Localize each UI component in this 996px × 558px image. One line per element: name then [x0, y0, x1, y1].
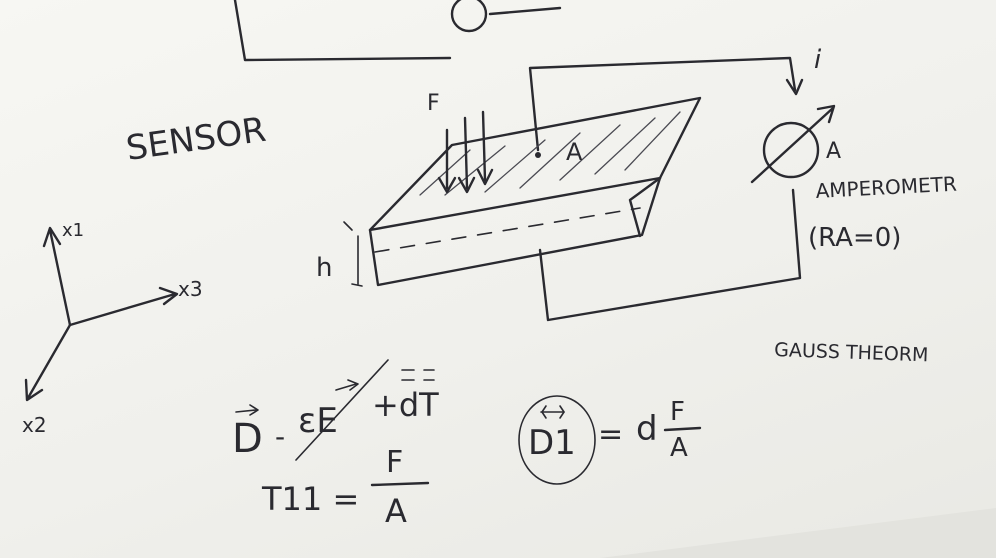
circuit-wire-top: [233, 0, 562, 62]
paper-edge: [600, 508, 996, 558]
stress-numerator: F: [386, 445, 403, 480]
area-label: A: [566, 138, 583, 166]
stress-denominator: A: [385, 492, 407, 530]
eq-eps-e: εE: [298, 401, 338, 441]
d1-lhs: D1: [528, 423, 576, 463]
d1-coefficient: d: [636, 409, 658, 449]
thickness-marker: [343, 221, 363, 287]
vector-marks: [235, 359, 565, 461]
sensor-title: SENSOR: [124, 110, 269, 169]
d1-fraction-bar: [663, 426, 702, 432]
force-label: F: [427, 91, 440, 116]
ammeter-symbol-label: A: [826, 139, 841, 164]
eq-d-symbol: D: [232, 416, 263, 462]
stress-fraction-bar: [370, 481, 430, 487]
axis-x1-label: x1: [62, 220, 84, 241]
ammeter-resistance: (RA=0): [808, 223, 901, 253]
axis-x2-label: x2: [22, 413, 47, 437]
d1-equals: =: [598, 417, 623, 452]
eq-plus-dt: +dT: [372, 386, 439, 424]
d1-numerator: F: [670, 397, 685, 427]
piezo-plate: [368, 96, 702, 287]
axes-system: [24, 226, 179, 402]
eq-dash: -: [275, 420, 285, 453]
gauss-theorem: GAUSS THEORM: [774, 339, 929, 366]
ammeter-symbol: [750, 104, 836, 184]
thickness-label: h: [316, 253, 332, 283]
d1-circle: [518, 395, 596, 485]
force-arrows: [437, 110, 494, 194]
stress-lhs: T11 =: [261, 480, 359, 518]
axis-x3-label: x3: [178, 277, 203, 301]
ammeter-name: AMPEROMETR: [815, 172, 957, 203]
circuit-wire-right: [528, 56, 804, 322]
d1-denominator: A: [670, 433, 688, 463]
current-label: i: [814, 45, 822, 75]
